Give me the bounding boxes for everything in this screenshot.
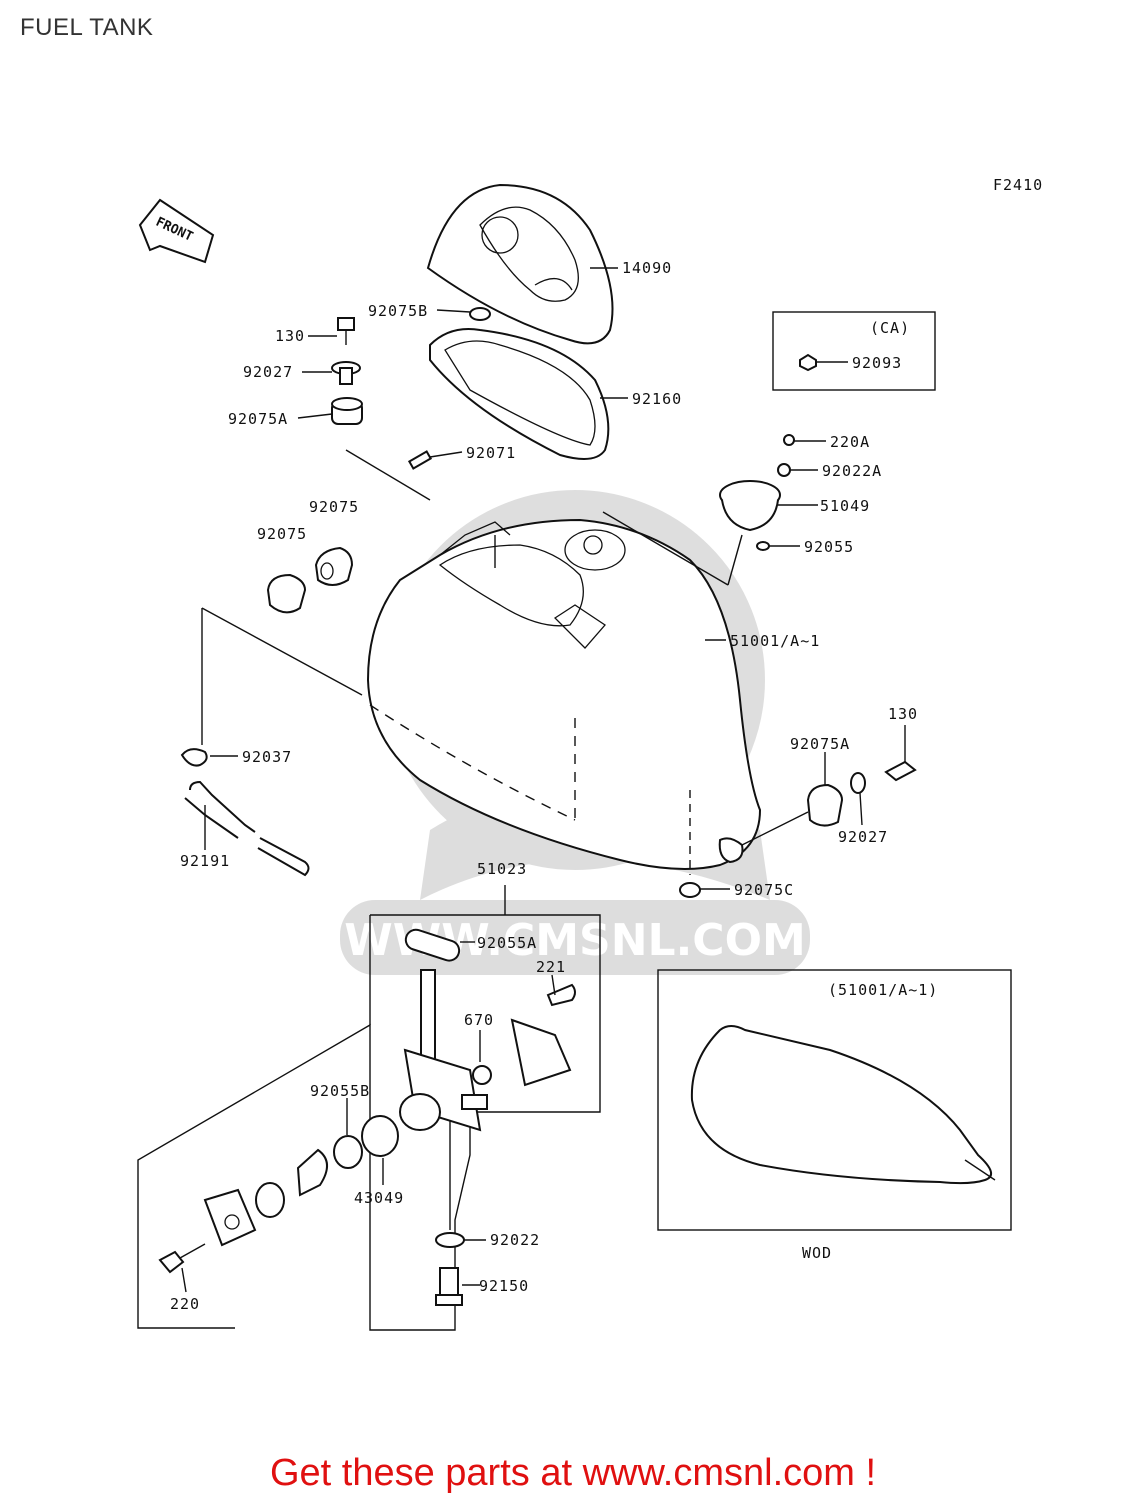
part-92037[interactable]: 92037 xyxy=(242,748,292,766)
part-labels: 14090 92075B 130 92027 92075A 92160 9207… xyxy=(170,259,918,1313)
part-221[interactable]: 221 xyxy=(536,958,566,976)
inset-ca-title: (CA) xyxy=(870,319,910,337)
page-title: FUEL TANK xyxy=(20,14,154,41)
part-14090[interactable]: 14090 xyxy=(622,259,672,277)
washer-92075b xyxy=(469,307,491,321)
part-51023[interactable]: 51023 xyxy=(477,860,527,878)
part-92071[interactable]: 92071 xyxy=(466,444,516,462)
part-92075a-right[interactable]: 92075A xyxy=(790,735,850,753)
fuel-tank-part xyxy=(366,518,762,870)
part-92075-left[interactable]: 92075 xyxy=(257,525,307,543)
part-220[interactable]: 220 xyxy=(170,1295,200,1313)
grommet-92075c xyxy=(679,882,701,898)
screw-220a xyxy=(783,434,795,446)
cover-gasket-part xyxy=(429,328,610,460)
part-92055a[interactable]: 92055A xyxy=(477,934,537,952)
clip-92071 xyxy=(407,450,433,470)
part-220a[interactable]: 220A xyxy=(830,433,870,451)
oring-92055 xyxy=(756,541,770,551)
part-51001[interactable]: 51001/A~1 xyxy=(730,632,820,650)
bolt-130-right xyxy=(884,760,917,782)
part-130-right[interactable]: 130 xyxy=(888,705,918,723)
part-92022a[interactable]: 92022A xyxy=(822,462,882,480)
part-670[interactable]: 670 xyxy=(464,1011,494,1029)
figure-code: F2410 xyxy=(993,176,1043,194)
nut-92093-icon xyxy=(799,353,817,372)
part-92055b[interactable]: 92055B xyxy=(310,1082,370,1100)
inset-ca-box xyxy=(772,311,936,391)
collar-92027-right xyxy=(850,772,866,794)
fuel-cap-part xyxy=(719,480,781,532)
part-92075b[interactable]: 92075B xyxy=(368,302,428,320)
part-92160[interactable]: 92160 xyxy=(632,390,682,408)
part-92075-right[interactable]: 92075 xyxy=(309,498,359,516)
damper-92075-right xyxy=(314,546,354,586)
part-92075a-top[interactable]: 92075A xyxy=(228,410,288,428)
part-43049[interactable]: 43049 xyxy=(354,1189,404,1207)
nut-92022a xyxy=(777,463,791,477)
inset-wod-title: (51001/A~1) xyxy=(828,981,938,999)
inset-wod-box xyxy=(657,969,1012,1231)
part-92075c[interactable]: 92075C xyxy=(734,881,794,899)
part-92191[interactable]: 92191 xyxy=(180,852,230,870)
inset-wod-caption: WOD xyxy=(802,1244,832,1262)
part-92027-top[interactable]: 92027 xyxy=(243,363,293,381)
wod-tank-outline xyxy=(690,1025,993,1185)
clamp-92037 xyxy=(180,748,208,767)
front-arrow-icon: FRONT xyxy=(138,198,215,264)
part-92055[interactable]: 92055 xyxy=(804,538,854,556)
fuel-cock-parts xyxy=(158,928,576,1306)
damper-92075a-right xyxy=(806,783,844,827)
part-130-top[interactable]: 130 xyxy=(275,327,305,345)
footer-link[interactable]: Get these parts at www.cmsnl.com ! xyxy=(269,1452,877,1494)
part-92022[interactable]: 92022 xyxy=(490,1231,540,1249)
bolt-130-top xyxy=(337,317,355,345)
part-92150[interactable]: 92150 xyxy=(479,1277,529,1295)
hose-92191 xyxy=(184,780,310,877)
leader-lines xyxy=(181,267,906,1293)
tank-cover-part xyxy=(426,183,614,345)
part-51049[interactable]: 51049 xyxy=(820,497,870,515)
collar-92027-top xyxy=(331,361,361,385)
damper-92075a-top xyxy=(331,397,363,425)
damper-92075-left xyxy=(266,573,307,614)
part-92027-right[interactable]: 92027 xyxy=(838,828,888,846)
part-92093[interactable]: 92093 xyxy=(852,354,902,372)
